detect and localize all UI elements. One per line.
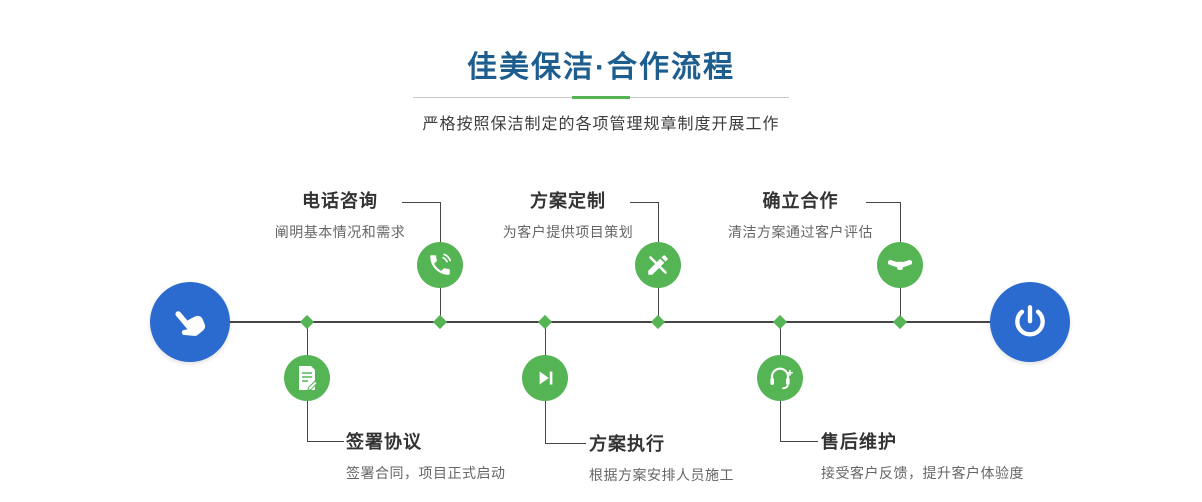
timeline-diamond-marker [772,314,788,330]
step-node-plan-execution [522,355,568,401]
step-desc: 根据方案安排人员施工 [589,467,734,483]
connector-line [307,441,344,442]
step-desc: 清洁方案通过客户评估 [728,224,873,240]
step-title: 电话咨询 [302,191,378,211]
contract-icon [299,366,318,391]
step-desc: 为客户提供项目策划 [502,224,634,240]
connector-line [866,202,901,203]
timeline-diamond-marker [299,314,315,330]
step-node-after-sales [757,355,803,401]
end-node [990,282,1070,362]
step-title: 签署协议 [346,432,422,452]
timeline-diamond-marker [892,314,908,330]
connector-line [780,441,818,442]
connector-line [630,202,659,203]
connector-line [402,202,441,203]
step-node-plan-custom [635,242,681,288]
step-node-sign-agreement [284,355,330,401]
page-title: 佳美保洁·合作流程 [467,51,735,84]
step-title: 确立合作 [762,191,839,211]
step-label-plan-execution: 方案执行 根据方案安排人员施工 [589,430,734,485]
title-divider-accent [572,96,630,99]
step-desc: 阐明基本情况和需求 [274,224,406,240]
play-next-icon [539,371,553,385]
timeline-diamond-marker [432,314,448,330]
step-node-cooperation [877,242,923,288]
power-icon [1015,305,1045,337]
title-divider [413,96,789,99]
step-title: 方案定制 [530,191,606,211]
connector-line [545,443,586,444]
handshake-icon [887,260,913,270]
step-title: 方案执行 [589,434,665,454]
step-desc: 签署合同，项目正式启动 [346,465,506,481]
hand-pointer-icon [175,311,206,336]
step-desc: 接受客户反馈，提升客户体验度 [821,465,1024,481]
timeline-diamond-marker [537,314,553,330]
step-title: 售后维护 [821,432,897,452]
step-label-cooperation: 确立合作 清洁方案通过客户评估 [713,187,888,242]
pencil-design-icon [648,255,668,275]
phone-call-icon [430,253,452,275]
timeline-diamond-marker [650,314,666,330]
timeline-line [190,321,1030,323]
step-label-sign-agreement: 签署协议 签署合同，项目正式启动 [346,428,506,483]
page-subtitle: 严格按照保洁制定的各项管理规章制度开展工作 [422,116,780,133]
step-label-plan-custom: 方案定制 为客户提供项目策划 [483,187,653,242]
step-label-phone-consult: 电话咨询 阐明基本情况和需求 [255,187,425,242]
headset-support-icon [770,367,793,390]
start-node [150,282,230,362]
step-node-phone-consult [417,242,463,288]
step-label-after-sales: 售后维护 接受客户反馈，提升客户体验度 [821,428,1024,483]
